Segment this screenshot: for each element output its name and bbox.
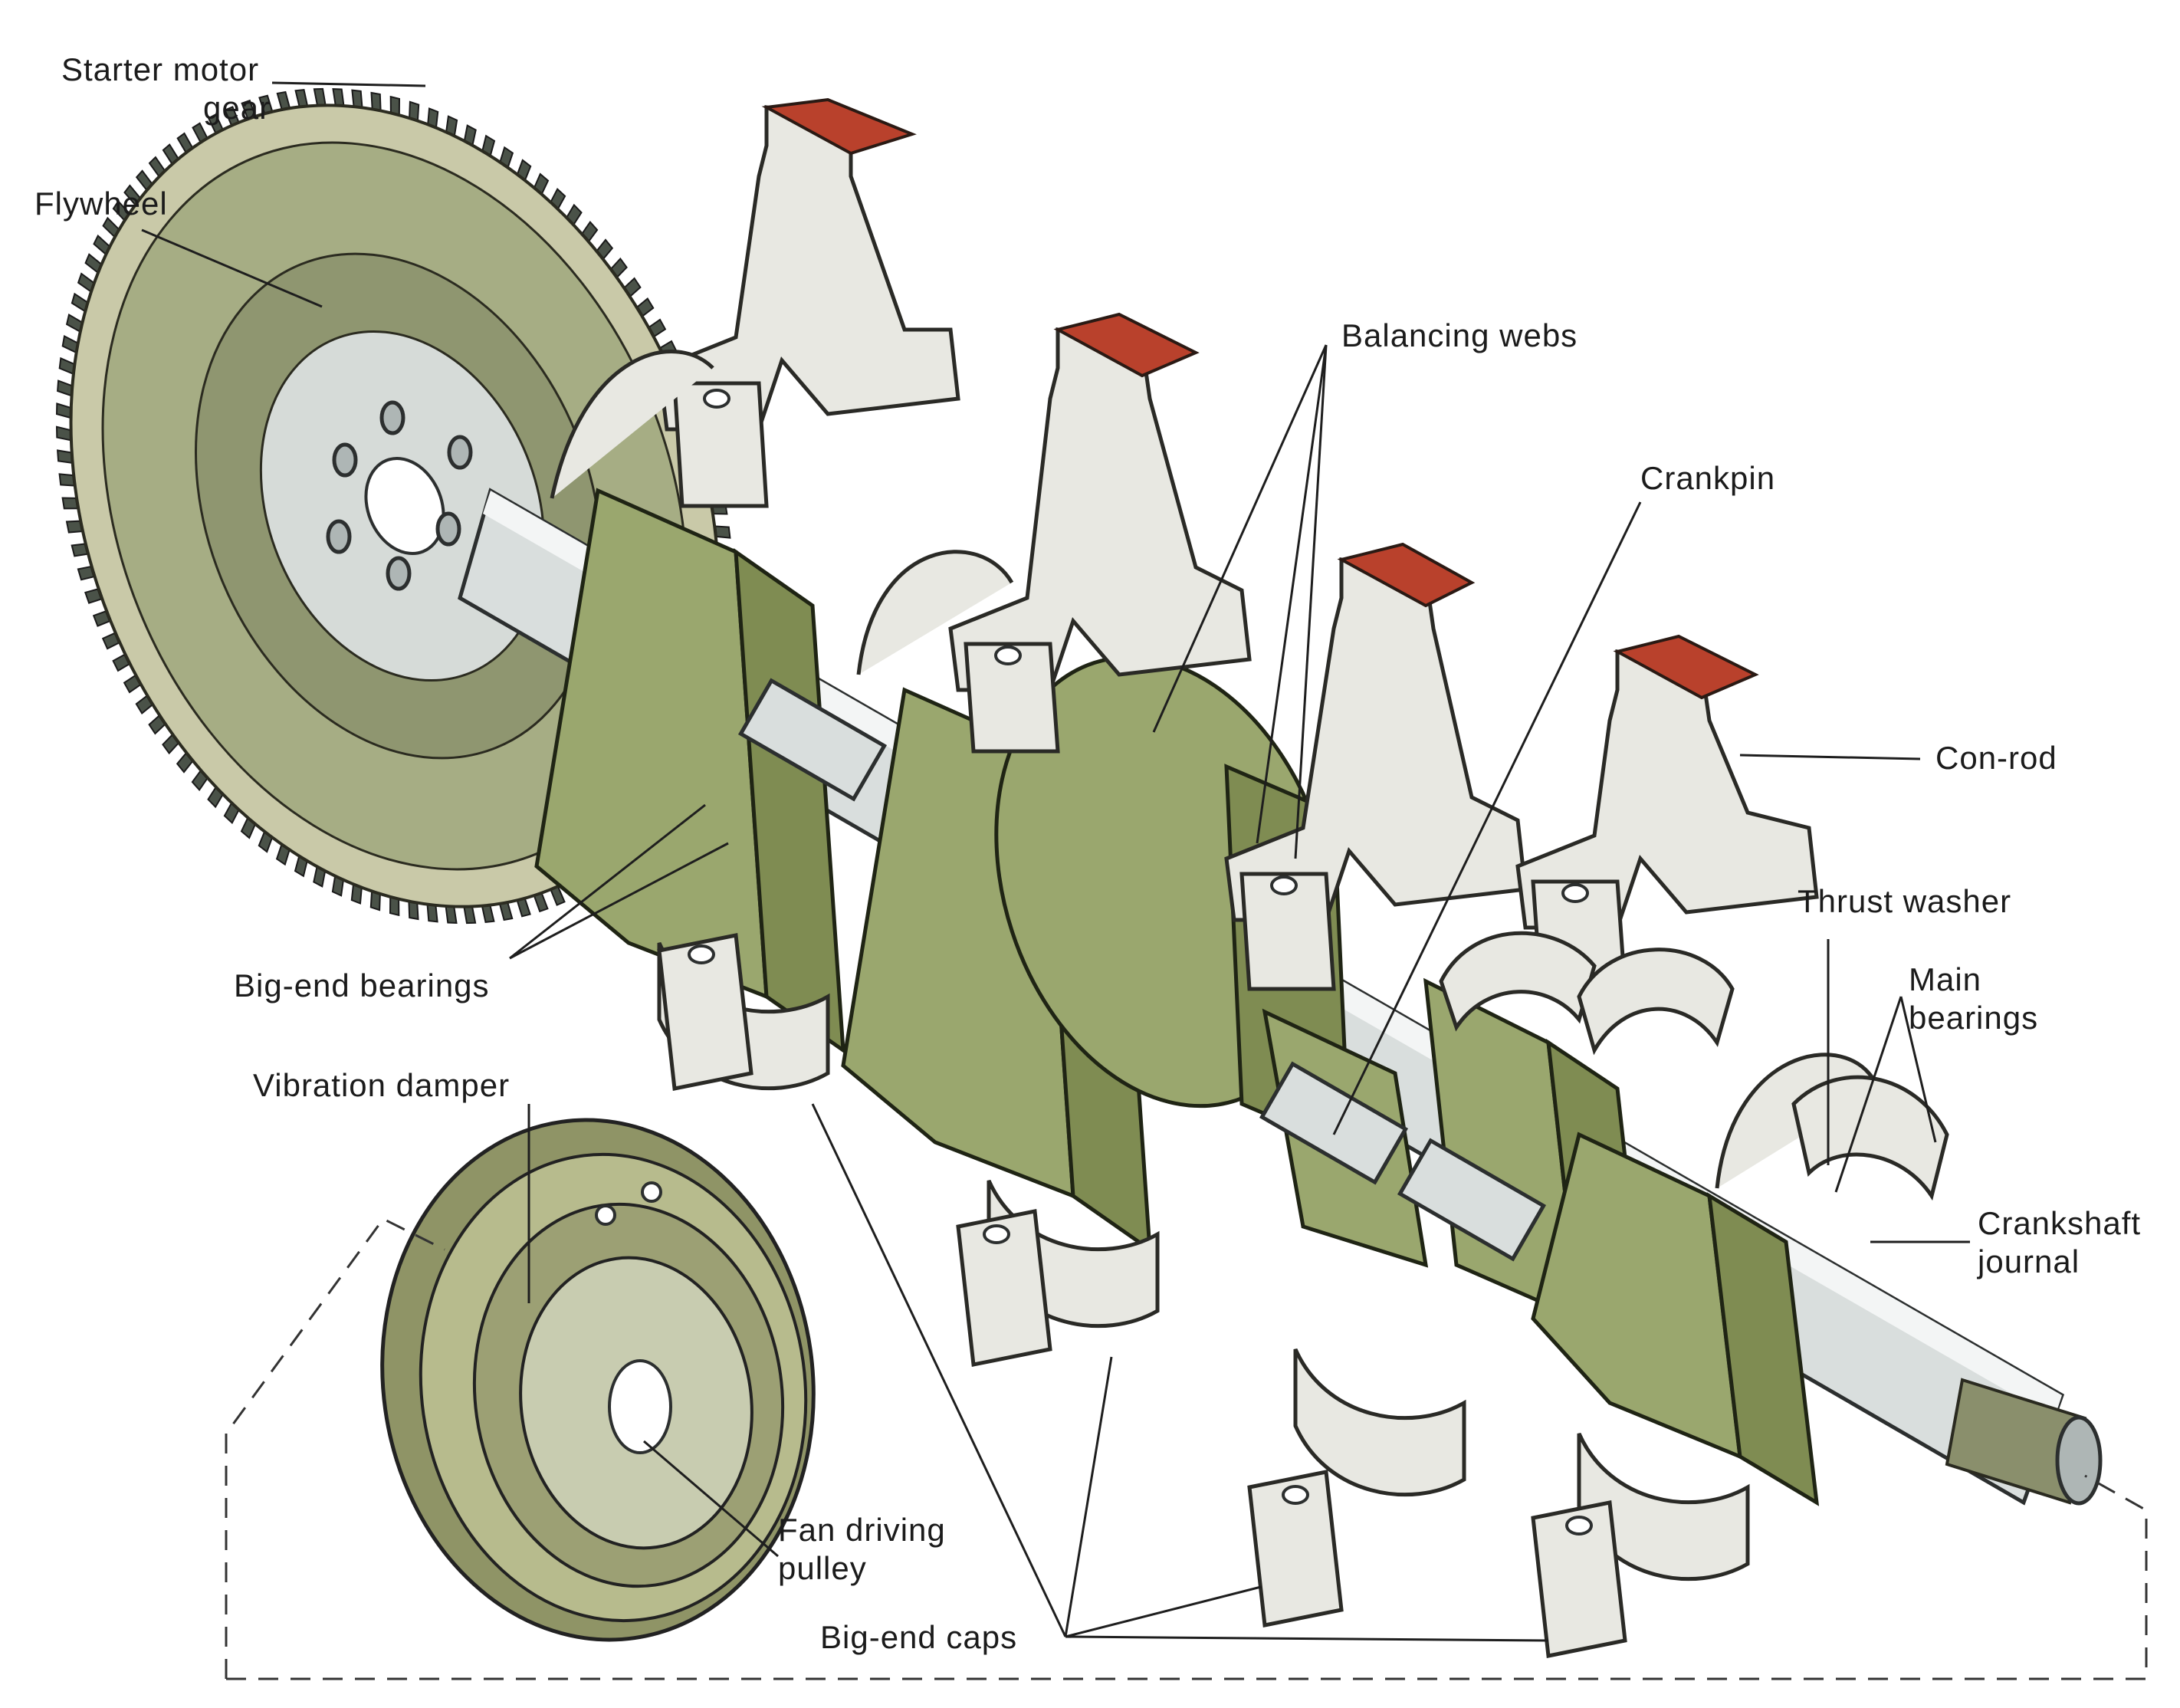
label-crankpin: Crankpin [1640, 460, 1775, 496]
gear-tooth [55, 402, 72, 419]
gear-tooth [55, 425, 71, 442]
gear-tooth [351, 89, 363, 109]
balancing-web-1 [534, 488, 845, 1055]
big-end-cap-4 [1531, 1432, 1750, 1658]
con-rod-1-bolt-boss [672, 381, 769, 508]
big-end-cap-3 [1247, 1348, 1466, 1628]
label-big-end-caps: Big-end caps [820, 1619, 1017, 1655]
gear-tooth [463, 905, 477, 925]
gear-tooth [313, 87, 327, 107]
label-flywheel: Flywheel [34, 186, 168, 222]
label-crankshaft-journal-line1: Crankshaft [1978, 1205, 2141, 1241]
flywheel [55, 87, 734, 925]
con-rod-2 [948, 312, 1252, 754]
gear-tooth [57, 379, 73, 397]
label-vibration-damper: Vibration damper [253, 1067, 510, 1103]
gear-tooth [58, 473, 75, 487]
label-big-end-bearings: Big-end bearings [234, 967, 490, 1003]
gear-tooth [58, 356, 75, 376]
labels: Starter motor gear Flywheel Balancing we… [34, 51, 2141, 1655]
main-bearing-upper [1791, 1075, 1949, 1201]
vibration-damper [380, 1118, 816, 1642]
leader-lines [141, 81, 1970, 1642]
big-end-cap-1 [657, 933, 830, 1091]
label-thrust-washer: Thrust washer [1798, 883, 2011, 919]
gear-tooth [294, 89, 309, 108]
crankpin-1 [737, 678, 888, 802]
crankshaft [458, 488, 2103, 1506]
gear-tooth [332, 87, 345, 107]
label-fan-driving-pulley-line2: pulley [778, 1550, 867, 1586]
thrust-washer-2 [856, 550, 1014, 675]
label-balancing-webs: Balancing webs [1341, 317, 1578, 353]
balancing-web-6 [1531, 1132, 1820, 1506]
gear-tooth [61, 497, 79, 510]
assembly-outline-bottom [226, 1474, 2148, 1680]
con-rod-4 [1515, 634, 1819, 991]
label-starter-motor-gear-line2: gear [203, 90, 271, 126]
label-crankshaft-journal-line2: journal [1976, 1243, 2080, 1279]
gear-tooth [57, 449, 73, 464]
thrust-washer-1 [550, 350, 714, 499]
label-fan-driving-pulley-line1: Fan driving [778, 1512, 946, 1548]
label-starter-motor-gear-line1: Starter motor [61, 51, 259, 87]
gear-tooth [714, 525, 731, 539]
label-con-rod: Con-rod [1935, 740, 2057, 776]
gear-tooth [481, 904, 495, 923]
con-rod-3 [1224, 542, 1528, 991]
crankshaft-thread [1945, 1378, 2087, 1505]
main-bearing-shells [1439, 931, 1949, 1201]
gear-tooth [426, 903, 438, 923]
con-rod-1 [657, 97, 960, 508]
crankpin-3 [1397, 1138, 1547, 1262]
label-main-bearings-line1: Main [1909, 961, 1981, 997]
crankpin-2 [1259, 1061, 1409, 1185]
label-main-bearings-line2: bearings [1909, 1000, 2038, 1036]
gear-tooth [445, 905, 458, 925]
big-end-cap-2 [956, 1179, 1160, 1367]
